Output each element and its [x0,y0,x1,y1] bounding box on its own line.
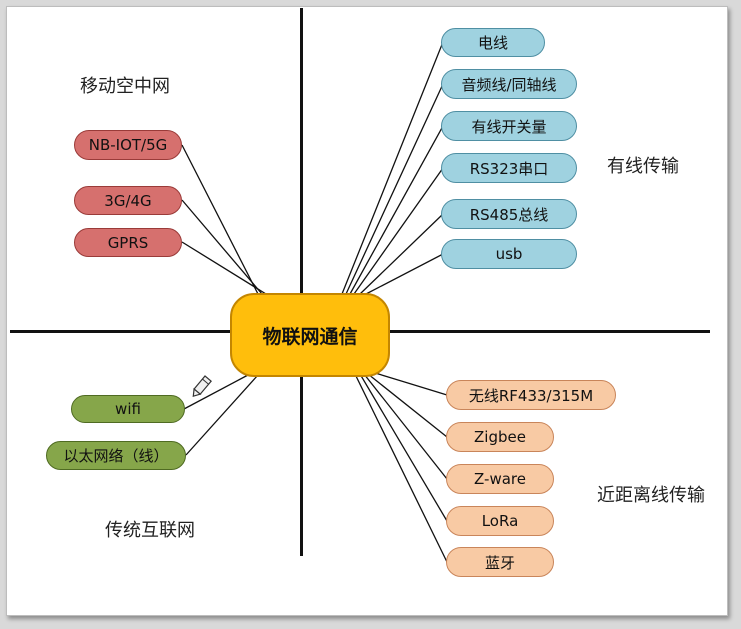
link-zigbee [367,373,448,438]
pen-cursor-icon [192,375,212,398]
link-rs323 [353,167,444,295]
quadrant-label-internet: 传统互联网 [105,520,195,541]
node-zigbee: Zigbee [446,422,554,452]
node-nb-iot-5g: NB-IOT/5G [74,130,182,160]
node-z-ware: Z-ware [446,464,554,494]
link-wire [341,41,444,295]
node-wired-switch: 有线开关量 [441,111,577,141]
link-zware [363,373,448,480]
vertical-axis [300,8,303,556]
node-usb: usb [441,239,577,269]
node-lora: LoRa [446,506,554,536]
node-wire: 电线 [441,28,545,57]
quadrant-label-short-range: 近距离线传输 [597,485,705,506]
node-audio-coax: 音频线/同轴线 [441,69,577,99]
link-gprs [181,241,267,295]
link-ethernet [185,374,259,456]
link-nb-iot [181,144,259,295]
link-rf433 [371,371,448,396]
link-wired-switch [349,125,444,295]
node-wifi: wifi [71,395,185,423]
node-rs485-bus: RS485总线 [441,199,577,229]
link-usb [365,253,444,295]
link-rs485 [359,213,444,295]
quadrant-label-mobile: 移动空中网 [80,76,170,97]
link-bluetooth [354,373,448,563]
quadrant-label-wired: 有线传输 [607,156,679,177]
node-rf433-315m: 无线RF433/315M [446,380,616,410]
node-3g-4g: 3G/4G [74,186,182,215]
node-bluetooth: 蓝牙 [446,547,554,577]
link-lora [359,373,448,522]
center-node-iot-communication: 物联网通信 [230,293,390,377]
node-ethernet: 以太网络（线） [46,441,186,470]
node-gprs: GPRS [74,228,182,257]
link-wifi [183,374,249,410]
link-3g-4g [181,199,263,295]
link-audio-coax [345,83,444,295]
node-rs323-serial: RS323串口 [441,153,577,183]
